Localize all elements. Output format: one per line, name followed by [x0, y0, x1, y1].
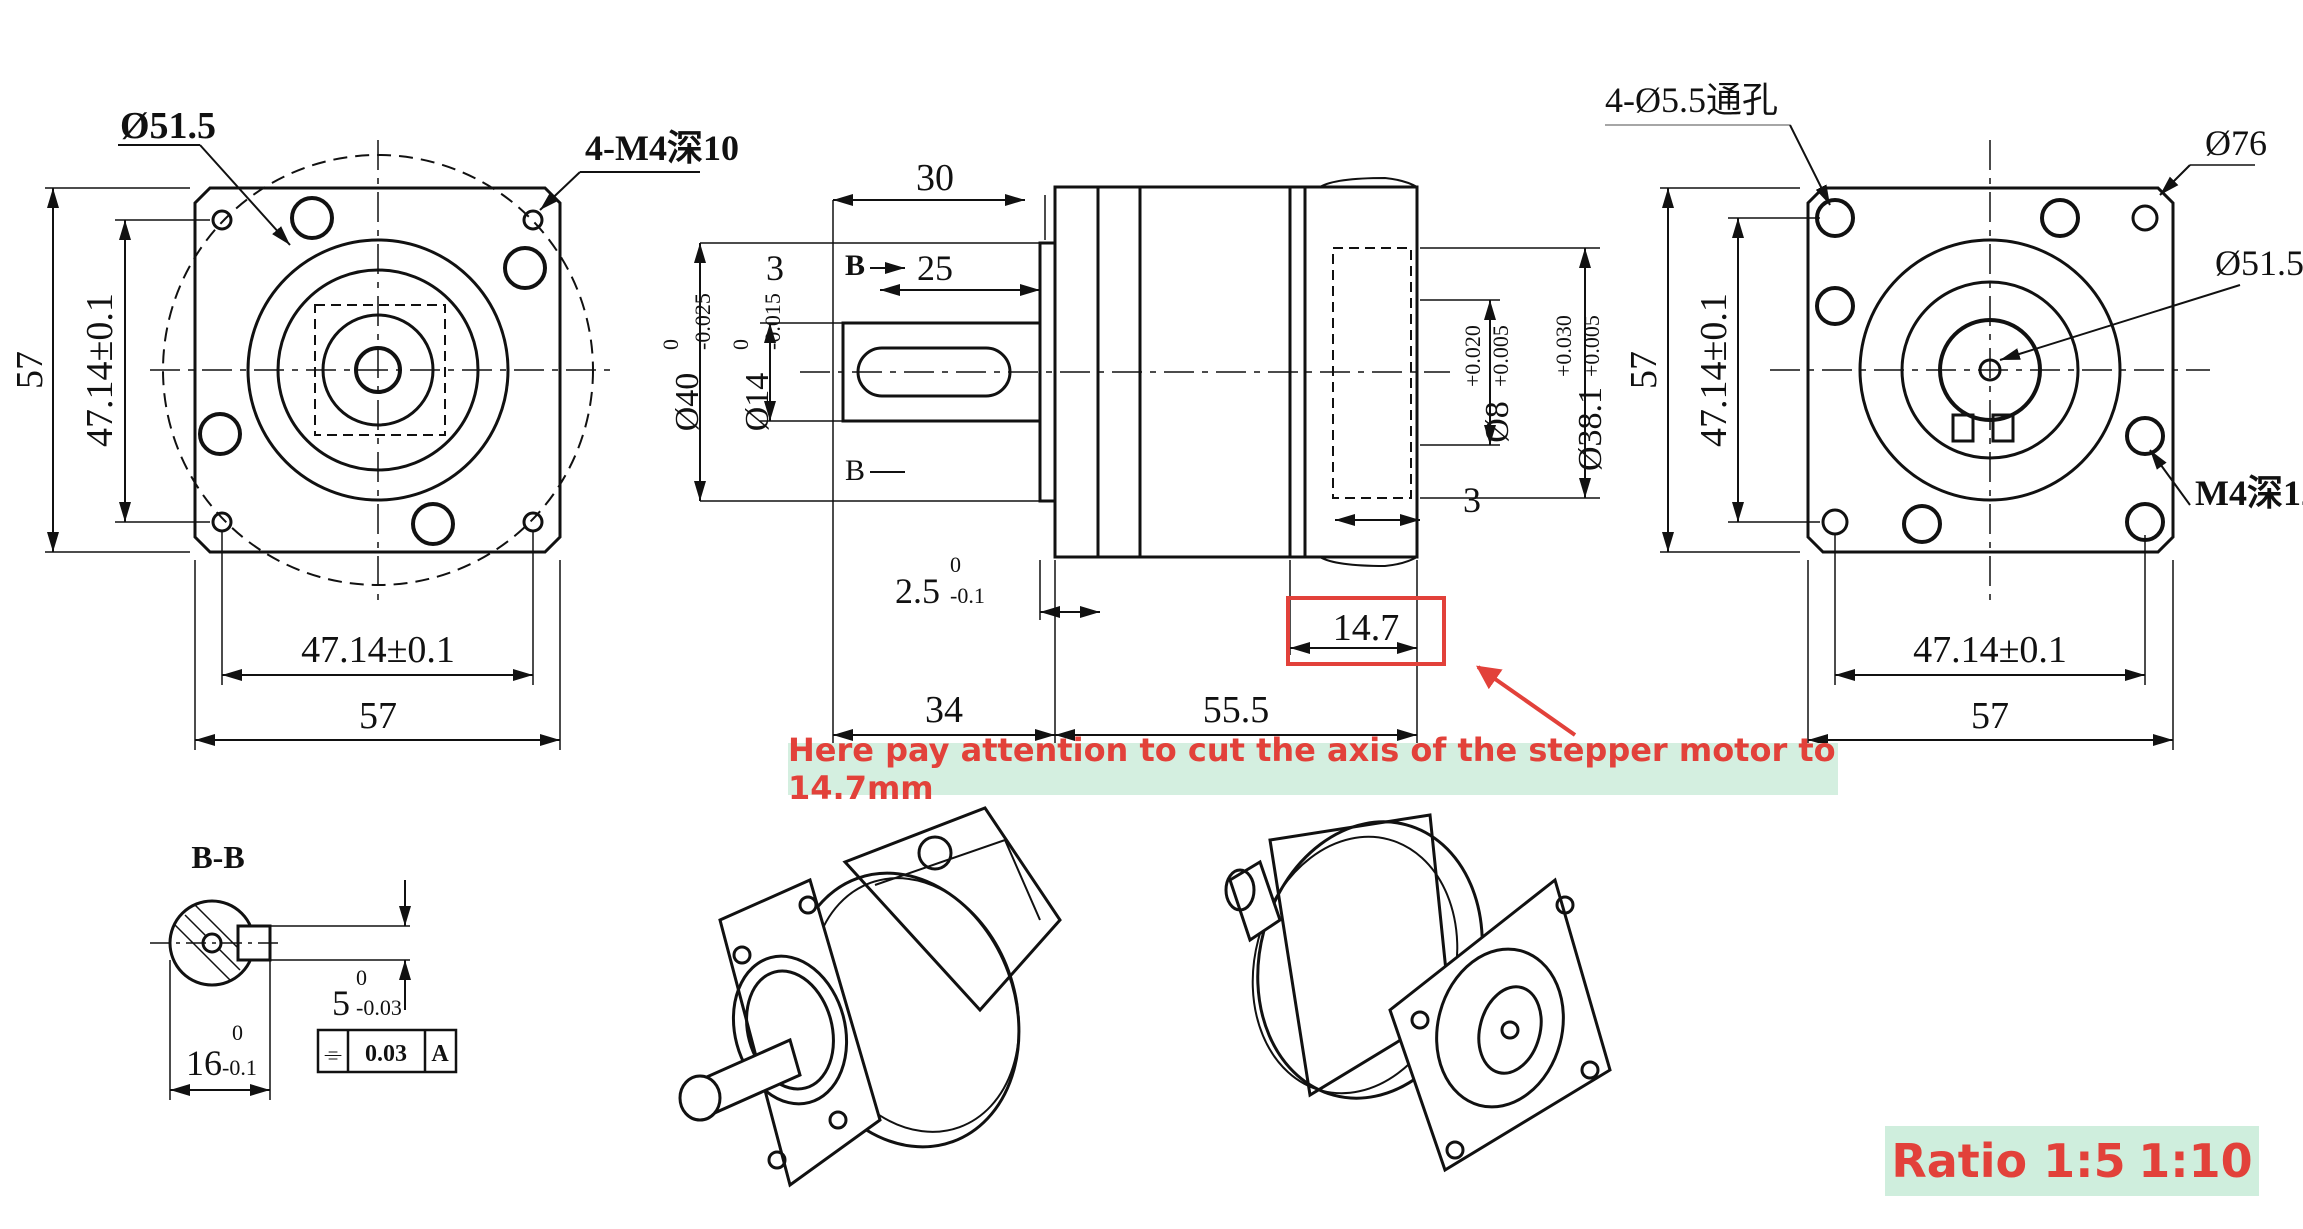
side-dim-38-tol-up: +0.030: [1551, 315, 1576, 377]
rear-bolt: [1815, 198, 1855, 238]
rear-dim-inner-height: 47.14±0.1: [1693, 293, 1735, 447]
rear-76-label: Ø76: [2205, 123, 2267, 163]
isometric-view-front: [678, 806, 1062, 1188]
rear-clamp: [1991, 413, 2015, 443]
section-mark-b2: B: [845, 454, 865, 487]
side-dim-8-tol-low: +0.005: [1488, 325, 1513, 387]
rear-clamp: [1951, 413, 1975, 443]
rear-hole: [1821, 508, 1849, 536]
side-dim-8: Ø8: [1479, 401, 1516, 443]
side-dim-3b: 3: [1463, 480, 1481, 520]
ratio-a: Ratio 1:5: [1891, 1134, 2126, 1188]
side-dim-14: Ø14: [739, 373, 776, 432]
rear-holes-label: 4-Ø5.5通孔: [1605, 80, 1778, 120]
side-dim-25: 25: [917, 248, 953, 288]
front-view: [45, 140, 700, 750]
front-bolt: [290, 196, 334, 240]
front-view-labels: Ø51.5 4-M4深10 57 47.14±0.1 47.14±0.1 57: [9, 105, 739, 737]
section-bb-labels: B-B 5 0 -0.03 16 0 -0.1 ⌯ 0.03 A: [186, 839, 449, 1083]
callout-arrow: [1476, 665, 1577, 737]
front-hole: [211, 511, 233, 533]
section-dim-5-tol: -0.03: [356, 995, 402, 1020]
tolerance-value: 0.03: [365, 1041, 407, 1067]
side-view-labels: 30 3 B 25 B Ø40 -0.025 0 Ø14 -0.015 0 Ø8…: [658, 157, 1609, 731]
callout-note: Here pay attention to cut the axis of th…: [788, 731, 1838, 807]
side-dim-14-7: 14.7: [1333, 607, 1400, 649]
highlight-box-14-7: [1286, 596, 1446, 666]
rear-view-labels: 4-Ø5.5通孔 Ø76 Ø51.5 M4深12 57 47.14±0.1 47…: [1605, 80, 2303, 737]
section-dim-16-zero: 0: [232, 1020, 243, 1045]
front-bolt: [411, 502, 455, 546]
tolerance-frame: [316, 1028, 458, 1074]
side-dim-2-5-tol: -0.1: [950, 583, 985, 608]
rear-bolt: [1815, 286, 1855, 326]
section-mark-b: B: [845, 249, 865, 282]
rear-bolt: [2125, 416, 2165, 456]
side-dim-2-5-zero: 0: [950, 552, 961, 577]
side-dim-55-5: 55.5: [1203, 689, 1270, 731]
section-title: B-B: [191, 839, 244, 875]
front-bolt: [198, 412, 242, 456]
side-hidden-bore: [1332, 247, 1412, 499]
front-hole: [211, 209, 233, 231]
section-dim-16: 16: [186, 1043, 222, 1083]
section-dim-16-tol: -0.1: [222, 1055, 257, 1080]
side-dim-40: Ø40: [669, 373, 706, 432]
front-hole: [522, 511, 544, 533]
front-circle-outer: [246, 238, 510, 502]
side-dim-40-tol: -0.025: [690, 293, 715, 350]
side-dim-8-tol-up: +0.020: [1460, 325, 1485, 387]
front-dim-inner-height: 47.14±0.1: [79, 293, 121, 447]
rear-bolt: [2040, 198, 2080, 238]
rear-dim-width: 57: [1971, 695, 2009, 737]
section-dim-5-zero: 0: [356, 965, 367, 990]
rear-hole: [2131, 204, 2159, 232]
rear-51-5-label: Ø51.5: [2215, 243, 2303, 283]
tolerance-symbol: ⌯: [324, 1041, 342, 1066]
side-dim-40-zero: 0: [658, 339, 683, 350]
front-bolt: [503, 246, 547, 290]
side-dim-38: Ø38.1: [1572, 387, 1609, 471]
front-hole: [522, 209, 544, 231]
side-dim-2-5: 2.5: [895, 571, 940, 611]
iso2-shaft: [1228, 859, 1282, 943]
front-dim-inner-width: 47.14±0.1: [301, 629, 455, 671]
ratio-b: 1:10: [2138, 1134, 2253, 1188]
rear-bolt: [2125, 502, 2165, 542]
side-dim-3: 3: [766, 248, 784, 288]
iso2-front-flange: [1388, 877, 1612, 1173]
side-dim-30: 30: [916, 157, 954, 199]
ratio-badge: Ratio 1:5 1:10: [1885, 1126, 2259, 1196]
side-dim-14-tol: -0.015: [760, 293, 785, 350]
isometric-view-rear: [1224, 813, 1612, 1173]
rear-dim-height: 57: [1623, 351, 1665, 389]
front-holes-label: 4-M4深10: [585, 128, 739, 168]
tolerance-datum: A: [431, 1041, 449, 1067]
side-dim-34: 34: [925, 689, 963, 731]
rear-m4-label: M4深12: [2195, 473, 2303, 513]
front-dim-height: 57: [9, 351, 51, 389]
iso-front-flange: [718, 877, 882, 1188]
rear-bolt: [1902, 504, 1942, 544]
rear-view: [1605, 124, 2255, 750]
side-dim-38-tol-low: +0.005: [1579, 315, 1604, 377]
front-diameter-label: Ø51.5: [120, 105, 216, 147]
side-dim-14-zero: 0: [728, 339, 753, 350]
front-dim-width: 57: [359, 695, 397, 737]
side-view: [694, 176, 1600, 745]
section-dim-5: 5: [332, 983, 350, 1023]
iso-rear-flange: [842, 806, 1062, 1013]
section-bb: [150, 880, 458, 1100]
rear-dim-inner-width: 47.14±0.1: [1913, 629, 2067, 671]
